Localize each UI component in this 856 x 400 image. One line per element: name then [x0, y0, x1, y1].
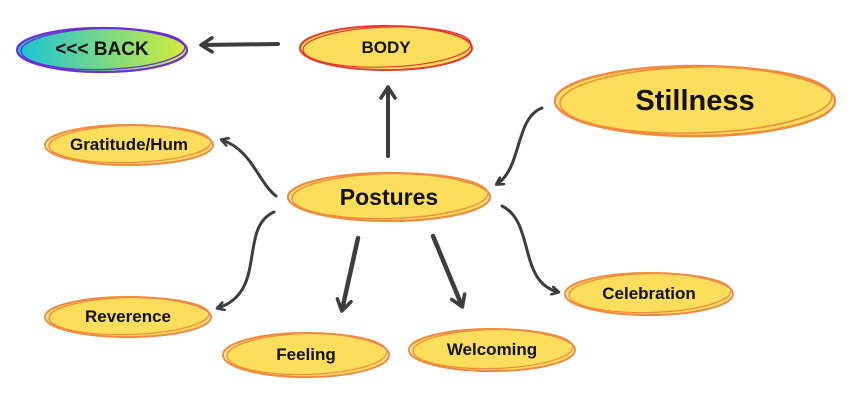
node-celebration-label: Celebration	[602, 284, 696, 303]
arrow-body-to-back	[199, 36, 280, 54]
node-postures[interactable]: Postures	[284, 170, 494, 224]
node-feeling[interactable]: Feeling	[220, 330, 392, 380]
node-celebration[interactable]: Celebration	[562, 270, 736, 318]
node-gratitude-oval	[44, 124, 214, 166]
node-celebration-oval	[564, 272, 734, 316]
back-button-label: <<< BACK	[55, 39, 149, 60]
node-body[interactable]: BODY	[296, 24, 476, 72]
node-body-oval	[299, 25, 473, 71]
node-postures-oval	[286, 171, 492, 223]
node-reverence-label: Reverence	[84, 307, 171, 326]
arrow-postures-to-reverence	[218, 210, 276, 308]
arrow-postures-to-welcoming	[430, 233, 467, 309]
node-welcoming-oval	[408, 328, 576, 372]
arrow-postures-to-celebration	[500, 204, 558, 292]
node-gratitude[interactable]: Gratitude/Hum	[42, 122, 216, 168]
node-stillness-oval	[553, 64, 837, 138]
node-stillness-label: Stillness	[635, 84, 755, 117]
node-body-label: BODY	[361, 38, 411, 57]
node-welcoming[interactable]: Welcoming	[406, 326, 578, 374]
arrow-postures-to-gratitude	[222, 140, 278, 198]
node-feeling-oval	[222, 332, 390, 378]
node-stillness[interactable]: Stillness	[550, 62, 840, 140]
node-reverence-oval	[44, 296, 212, 338]
node-feeling-label: Feeling	[276, 345, 336, 364]
back-button[interactable]: <<< BACK	[14, 26, 190, 74]
node-gratitude-label: Gratitude/Hum	[69, 135, 189, 154]
node-welcoming-label: Welcoming	[446, 340, 538, 359]
arrow-postures-to-feeling	[335, 235, 361, 313]
arrow-stillness-to-postures	[497, 106, 544, 184]
back-button-oval	[15, 26, 189, 74]
node-reverence[interactable]: Reverence	[42, 294, 214, 340]
node-postures-label: Postures	[339, 183, 439, 210]
